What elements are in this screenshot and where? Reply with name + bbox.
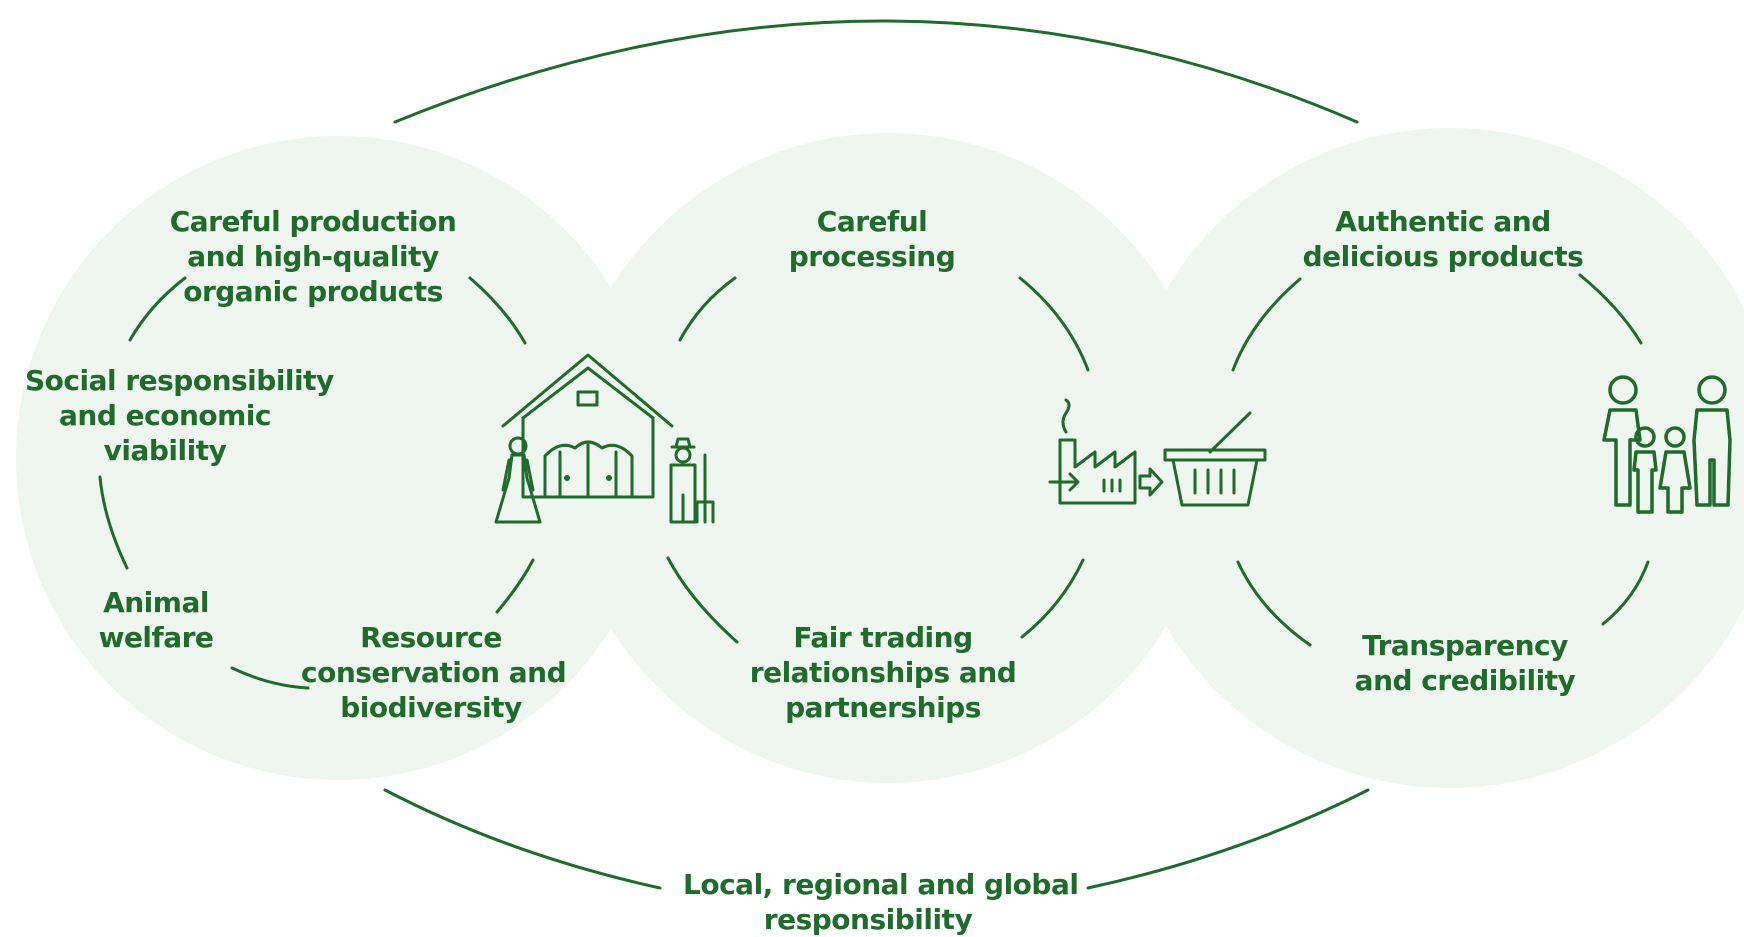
label-resource-conservation: Resource conservation and biodiversity [301,621,567,724]
label-careful-production: Careful production and high-quality orga… [169,205,457,308]
circle-consumption [1120,128,1744,788]
processing-arcs [666,276,1090,644]
label-social-responsibility: Social responsibility and economic viabi… [25,364,334,467]
circle-production [16,136,660,780]
outer-bottom-arc-right [1086,788,1370,890]
label-fair-trading: Fair trading relationships and partnersh… [749,621,1017,724]
consumption-arcs [1231,273,1650,647]
outer-top-arc [393,19,1359,124]
circles [16,128,1744,788]
outer-bottom-arc-left [383,788,662,890]
label-careful-processing: Careful processing [788,205,956,273]
shopping-basket-icon [1163,411,1267,507]
label-local-responsibility: Local, regional and global responsibilit… [683,868,1079,936]
farm-house-with-farmers-icon [494,353,715,524]
production-arcs [98,276,535,690]
circle-processing [563,133,1213,783]
family-icon [1602,375,1732,514]
label-animal-welfare: Animal welfare [98,586,214,654]
label-authentic-products: Authentic and delicious products [1302,205,1584,273]
label-transparency: Transparency and credibility [1354,629,1576,697]
factory-icon [1048,398,1164,505]
